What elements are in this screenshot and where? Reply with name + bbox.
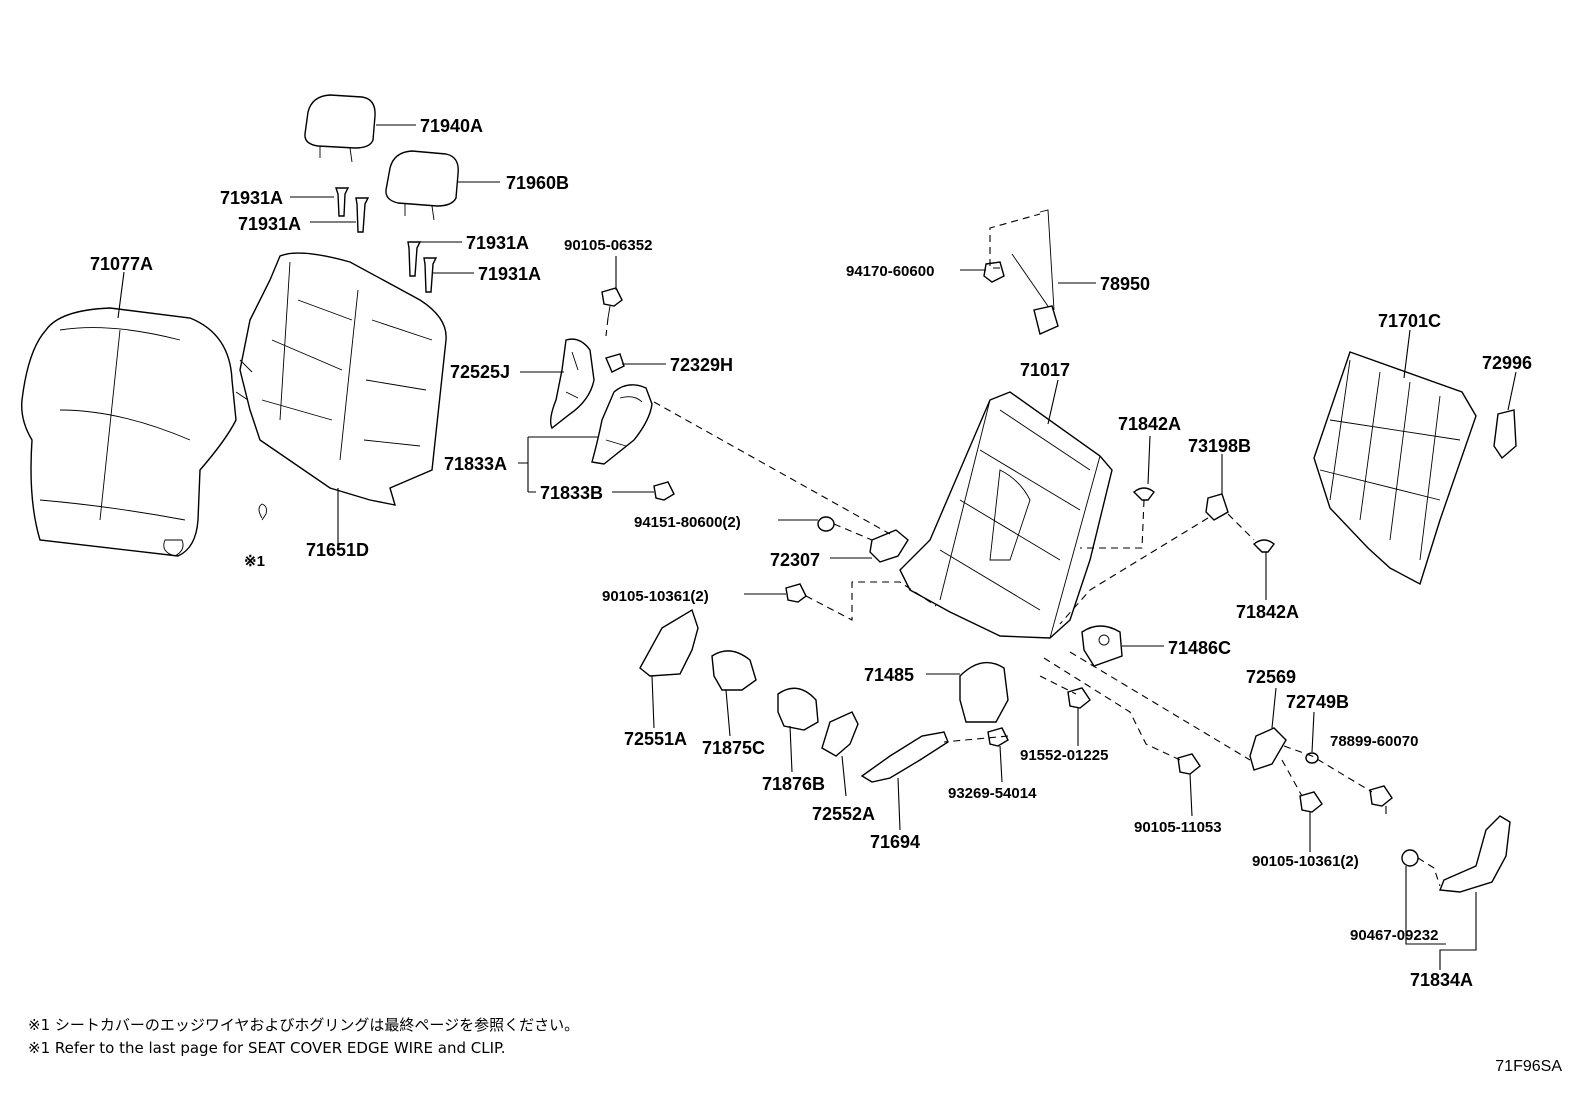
label-73198B: 73198B [1188, 436, 1251, 456]
footnote-english: ※1 Refer to the last page for SEAT COVER… [28, 1039, 506, 1057]
recliner-cover-71833A-drawing [591, 384, 653, 465]
cover-71876B-drawing [777, 687, 819, 731]
headrest-71940A-drawing [304, 94, 376, 163]
bolt-90105-10361-left-drawing [785, 583, 807, 603]
label-78899-60070: 78899-60070 [1330, 733, 1418, 750]
clip-72329H-drawing [605, 353, 625, 373]
cover-72551A-drawing [639, 608, 699, 677]
label-90105-11053: 90105-11053 [1134, 819, 1222, 836]
label-72551A: 72551A [624, 729, 687, 749]
label-72996: 72996 [1482, 353, 1532, 373]
label-72552A: 72552A [812, 804, 875, 824]
label-71834A: 71834A [1410, 970, 1473, 990]
cover-71486C-drawing [1081, 625, 1123, 667]
seat-belt-78950-drawing [1011, 209, 1059, 335]
diagram-code: 71F96SA [1495, 1058, 1562, 1075]
hog-ring-drawing [258, 503, 267, 521]
label-72749B: 72749B [1286, 692, 1349, 712]
bracket-72569-drawing [1249, 727, 1287, 771]
bolt-90105-06352-drawing [601, 287, 623, 319]
label-72525J: 72525J [450, 362, 510, 382]
clip-71842A-right-drawing [1252, 539, 1275, 553]
label-71486C: 71486C [1168, 638, 1231, 658]
label-90105-10361-left: 90105-10361(2) [602, 588, 709, 605]
screw-93269-54014-drawing [987, 727, 1009, 747]
label-71842A: 71842A [1236, 602, 1299, 622]
label-94151-80600: 94151-80600(2) [634, 514, 741, 531]
cover-71485-drawing [959, 661, 1009, 723]
label-71485: 71485 [864, 665, 914, 685]
clip-90467-09232-drawing [1401, 849, 1419, 867]
seat-back-frame-71017-drawing [899, 391, 1113, 639]
label-71940A: 71940A [420, 116, 483, 136]
bolt-90105-10361-right-drawing [1299, 791, 1323, 813]
label-94170-60600: 94170-60600 [846, 263, 934, 280]
cover-72525J-drawing [549, 338, 595, 430]
label-note1: ※1 [244, 553, 265, 570]
label-72329H: 72329H [670, 355, 733, 375]
nut-94151-80600-drawing [817, 516, 835, 532]
label-71875C: 71875C [702, 738, 765, 758]
bolt-78899-60070-drawing [1369, 785, 1393, 807]
seat-back-pad-71651D-drawing [235, 252, 447, 506]
label-71833B: 71833B [540, 483, 603, 503]
label-90105-06352: 90105-06352 [564, 237, 652, 254]
screw-71833B-drawing [653, 481, 675, 501]
part-72996-drawing [1493, 409, 1517, 460]
bracket-73198B-drawing [1205, 493, 1229, 521]
bolt-90105-11053-drawing [1177, 753, 1201, 775]
bracket-72552A-drawing [821, 711, 859, 757]
label-72569: 72569 [1246, 667, 1296, 687]
label-78950: 78950 [1100, 274, 1150, 294]
cover-71834A-drawing [1439, 815, 1511, 893]
bolt-91552-01225-drawing [1067, 687, 1091, 709]
label-90105-10361-right: 90105-10361(2) [1252, 853, 1359, 870]
label-90467-09232: 90467-09232 [1350, 927, 1438, 944]
headrest-71960B-drawing [385, 150, 459, 221]
cover-71875C-drawing [711, 650, 757, 691]
label-72307: 72307 [770, 550, 820, 570]
label-93269-54014: 93269-54014 [948, 785, 1037, 802]
label-71931A: 71931A [478, 264, 541, 284]
label-71694: 71694 [870, 832, 920, 852]
back-board-71701C-drawing [1313, 351, 1477, 586]
label-71701C: 71701C [1378, 311, 1441, 331]
label-71077A: 71077A [90, 254, 153, 274]
nut-94170-60600-drawing [983, 261, 1005, 283]
seat-back-cover-71077A-drawing [21, 307, 237, 557]
label-71876B: 71876B [762, 774, 825, 794]
bracket-72307-drawing [869, 529, 909, 563]
label-71960B: 71960B [506, 173, 569, 193]
label-71931A: 71931A [220, 188, 283, 208]
bracket-71694-drawing [860, 731, 949, 783]
label-71931A: 71931A [238, 214, 301, 234]
label-71017: 71017 [1020, 360, 1070, 380]
label-71842A: 71842A [1118, 414, 1181, 434]
label-71651D: 71651D [306, 540, 369, 560]
label-91552-01225: 91552-01225 [1020, 747, 1108, 764]
label-71931A: 71931A [466, 233, 529, 253]
clip-71842A-top-drawing [1132, 487, 1155, 501]
footnote-japanese: ※1 シートカバーのエッジワイヤおよびホグリングは最終ページを参照ください。 [28, 1016, 580, 1034]
label-71833A: 71833A [444, 454, 507, 474]
